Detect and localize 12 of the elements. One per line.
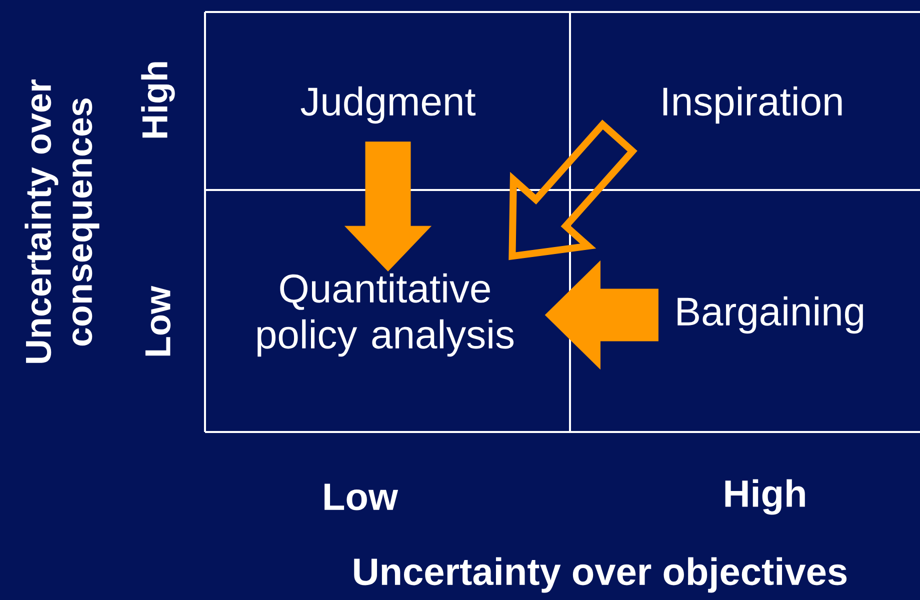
quadrant-label: Quantitative policy analysis [258, 273, 514, 357]
block-arrow [344, 142, 432, 272]
block-arrow [544, 260, 658, 370]
axis-title: Uncertainty over objectives [354, 557, 847, 593]
axis-tick-label: High [141, 62, 175, 138]
axis-tick-label: Low [145, 286, 171, 356]
quadrant-label: Inspiration [663, 86, 842, 124]
axis-tick-label: Low [324, 484, 398, 510]
quadrant-label: Judgment [300, 86, 476, 124]
quadrant-label: Bargaining [678, 296, 863, 334]
axis-tick-label: High [725, 479, 805, 515]
axis-title: Uncertainty over consequences [24, 80, 100, 363]
